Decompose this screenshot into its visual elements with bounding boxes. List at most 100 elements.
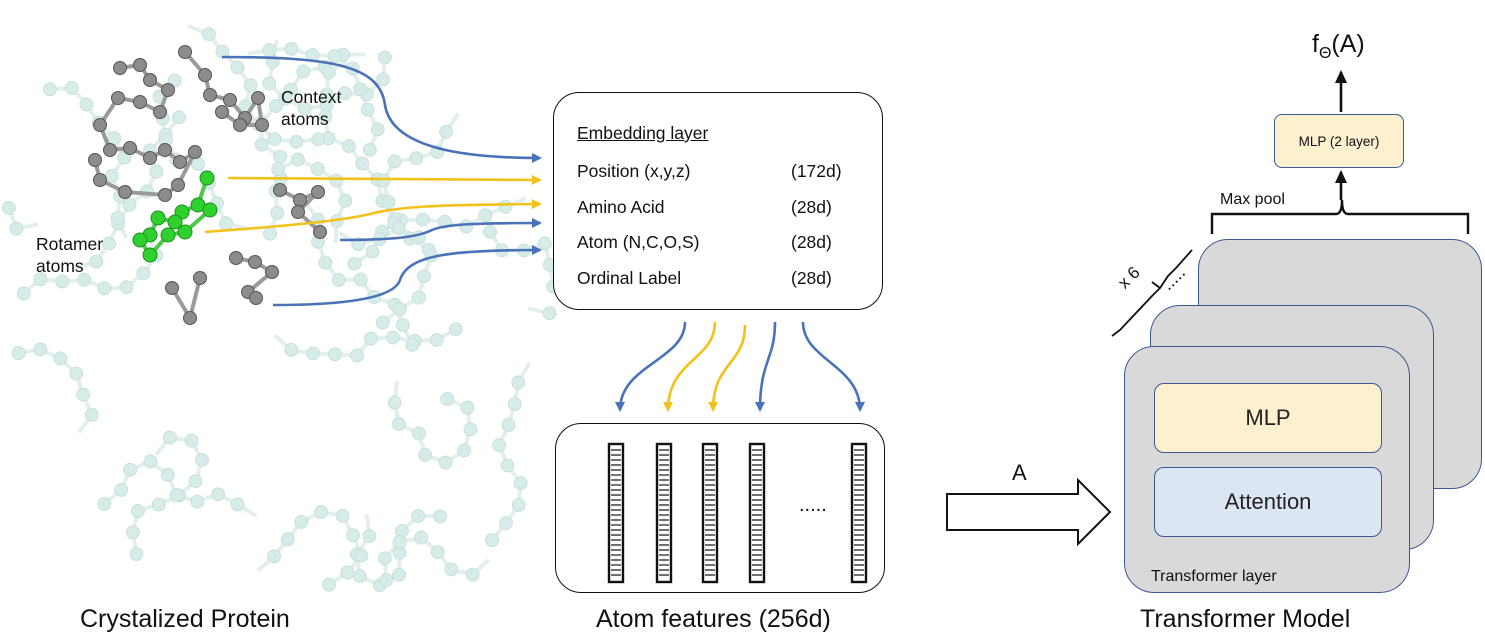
background-atom (507, 397, 522, 411)
rotamer-atom (142, 247, 158, 263)
background-atom (499, 516, 513, 530)
context-atom (93, 173, 107, 187)
background-atom (376, 72, 390, 87)
feature-vector (608, 443, 625, 584)
background-atom (318, 255, 333, 270)
background-atom (362, 529, 377, 544)
background-atom (311, 132, 326, 147)
background-atom (69, 366, 84, 381)
context-atom (188, 145, 202, 159)
rotamer-atom (167, 214, 183, 230)
background-atom (459, 219, 474, 234)
background-atom (296, 64, 311, 79)
background-atom (294, 514, 309, 529)
background-atom (430, 545, 445, 559)
background-atom (280, 532, 295, 547)
protein-structure (1, 24, 560, 593)
background-atom (379, 573, 394, 588)
background-atom (43, 82, 57, 97)
background-atom (136, 266, 151, 281)
background-atom (230, 497, 245, 512)
background-atom (485, 533, 500, 548)
background-atom (511, 498, 526, 512)
background-atom (335, 508, 350, 523)
embedding-row: Amino Acid (28d) (577, 197, 867, 218)
background-atom (513, 476, 528, 491)
background-atom (271, 162, 286, 177)
context-atom (113, 61, 127, 75)
background-atom (107, 131, 122, 146)
context-atom (311, 185, 325, 199)
context-atom (171, 178, 185, 192)
embedding-title: Embedding layer (577, 123, 709, 143)
arrow-emb-feat-4 (755, 321, 777, 412)
background-atom (104, 168, 119, 183)
background-atom (9, 221, 24, 236)
rotamer-atom (202, 202, 218, 218)
background-atom (392, 535, 407, 549)
background-atom (1, 201, 16, 215)
background-atom (306, 346, 320, 361)
background-atom (267, 132, 282, 147)
feature-vector (702, 443, 719, 584)
background-atom (405, 337, 420, 352)
context-atom (265, 265, 279, 279)
arrow-emb-feat-3 (708, 324, 747, 412)
background-atom (219, 216, 233, 231)
background-atom (418, 447, 433, 462)
background-atom (415, 212, 430, 227)
transformer-layer-front: MLP Attention Transformer layer (1124, 346, 1410, 593)
arrow-a-label: A (1012, 460, 1027, 485)
background-atom (392, 417, 406, 432)
background-atom (321, 65, 336, 80)
background-atom (387, 154, 402, 169)
rotamer-atom (199, 170, 215, 186)
embedding-row-dim: (28d) (791, 232, 832, 252)
atom-features-box: ..... (555, 423, 885, 593)
background-atom (352, 569, 367, 584)
context-atom (251, 91, 265, 105)
context-atom (273, 183, 287, 197)
background-atom (440, 392, 455, 406)
background-atom (377, 50, 392, 65)
rotamer-atom (132, 232, 148, 248)
background-atom (478, 208, 493, 223)
background-atom (143, 454, 158, 469)
output-f: f (1312, 30, 1319, 58)
transformer-layer-label: Transformer layer (1151, 568, 1277, 585)
background-atom (345, 61, 360, 76)
background-atom (89, 254, 104, 269)
background-atom (444, 562, 459, 577)
background-atom (33, 342, 48, 357)
background-atom (289, 135, 304, 149)
context-atom (88, 153, 102, 167)
background-atom (102, 236, 116, 251)
background-atom (151, 497, 166, 512)
background-atom (322, 577, 336, 592)
background-atom (79, 97, 94, 112)
background-atom (412, 230, 426, 245)
background-atom (167, 73, 182, 88)
context-atom (291, 205, 305, 219)
background-atom (372, 232, 387, 246)
background-atom (492, 438, 507, 453)
background-atom (395, 318, 410, 332)
background-atom (360, 102, 375, 117)
context-atom (193, 271, 207, 285)
background-atom (160, 467, 175, 482)
background-atom (169, 488, 184, 503)
background-atom (377, 551, 392, 566)
mlp-block: MLP (1154, 383, 1382, 453)
feature-vector (851, 443, 868, 584)
features-caption: Atom features (256d) (596, 605, 831, 633)
embedding-row-name: Amino Acid (577, 197, 665, 217)
context-atom (233, 118, 247, 132)
context-atom (313, 225, 327, 239)
background-atom (460, 400, 475, 415)
context-atom (118, 185, 132, 199)
mlp-2-layer-box: MLP (2 layer) (1274, 114, 1404, 168)
output-label: fΘ(A) (1312, 30, 1365, 63)
background-atom (97, 281, 112, 296)
rotamer-label-line1: Rotamer (36, 234, 104, 254)
